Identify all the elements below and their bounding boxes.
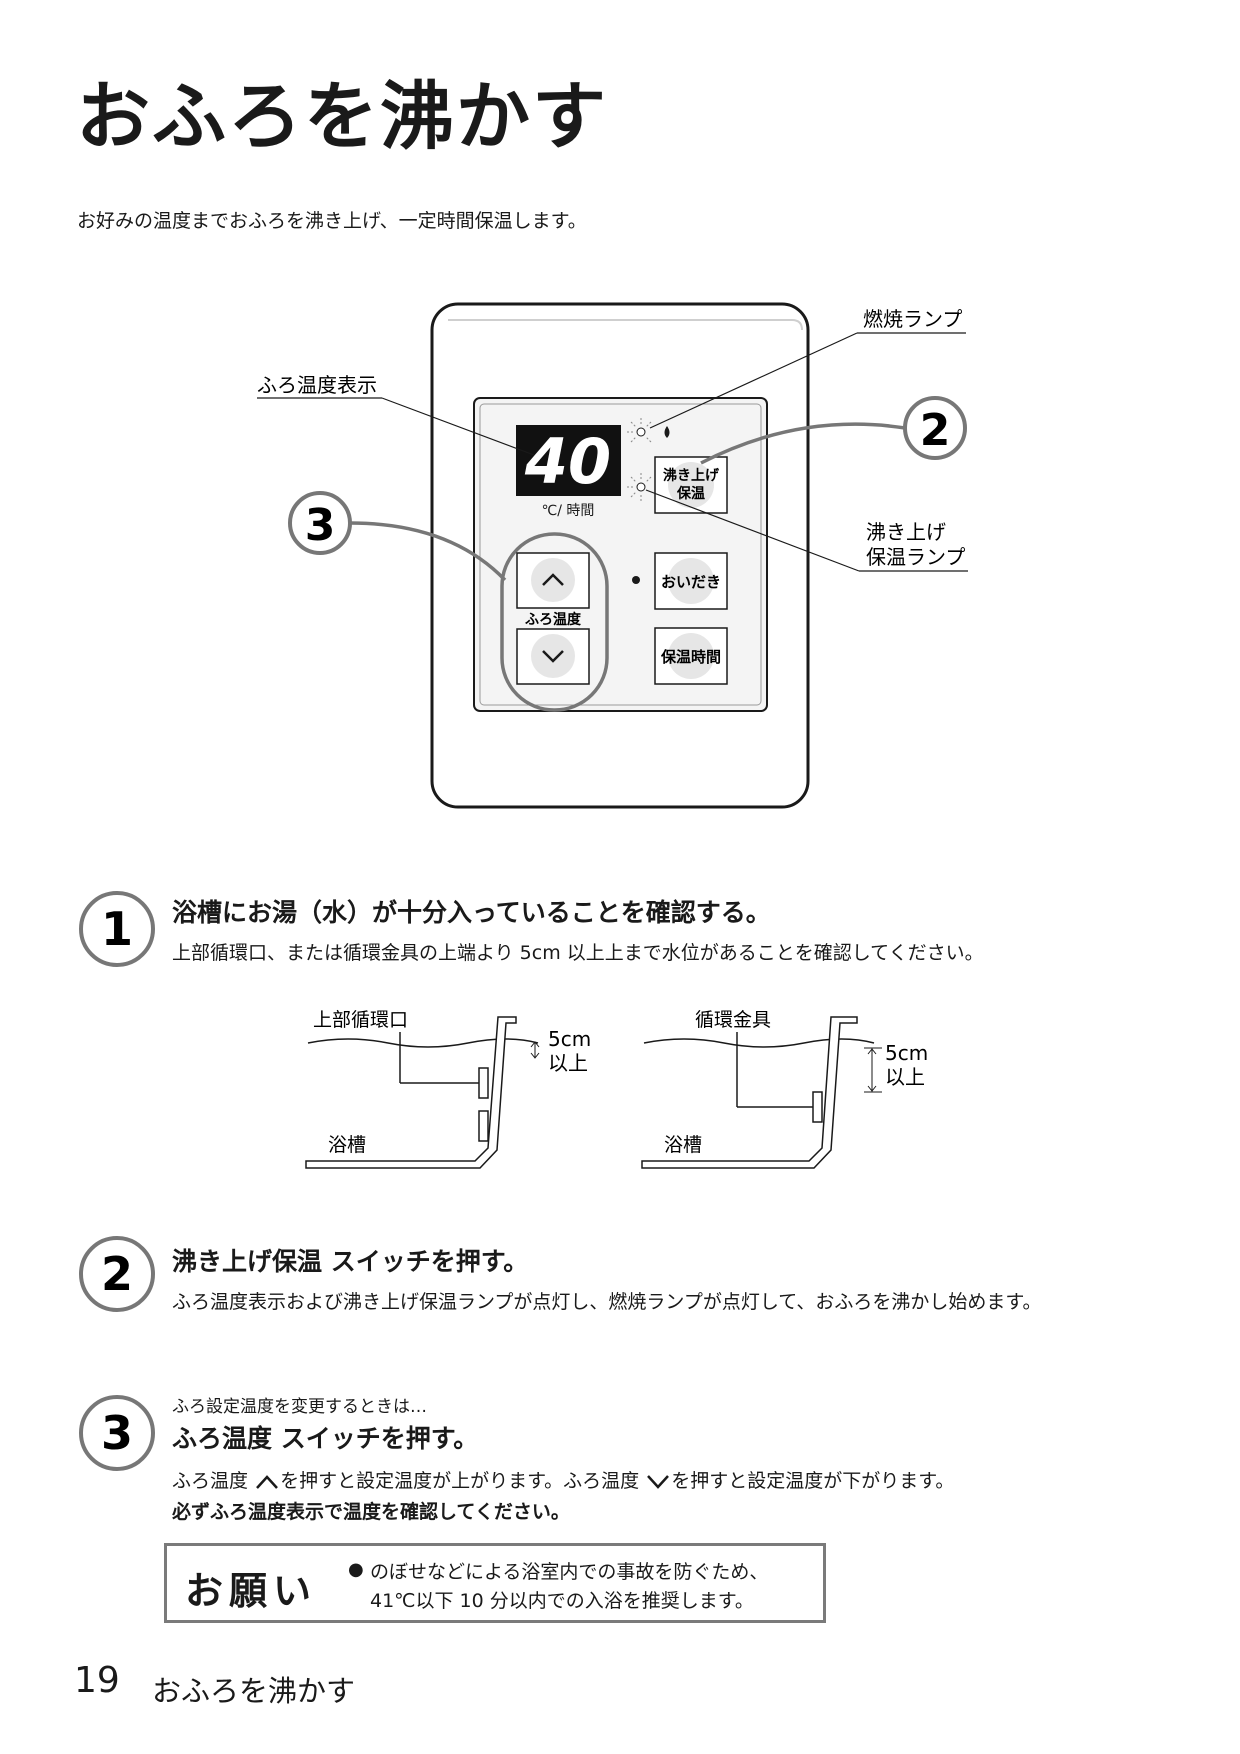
left-depth-line2: 以上 bbox=[548, 1051, 588, 1075]
keep-time-button[interactable]: 保温時間 bbox=[654, 627, 728, 685]
temp-down-button[interactable] bbox=[516, 628, 590, 685]
right-depth-line1: 5cm bbox=[885, 1041, 928, 1065]
boil-keep-label-2: 保温 bbox=[676, 485, 705, 502]
callout-boil-keep-lamp-1: 沸き上げ bbox=[866, 520, 946, 544]
svg-text:2: 2 bbox=[101, 1247, 133, 1301]
step-1-heading: 浴槽にお湯（水）が十分入っていることを確認する。 bbox=[172, 898, 771, 927]
temp-display bbox=[516, 425, 621, 496]
step-3-body-b: を押すと設定温度が上がります。ふろ温度 bbox=[280, 1470, 640, 1492]
page-title: おふろを沸かす bbox=[76, 74, 608, 160]
footer-section-title: おふろを沸かす bbox=[152, 1674, 356, 1708]
boil-keep-lamp bbox=[627, 473, 652, 501]
keep-time-label: 保温時間 bbox=[660, 648, 721, 666]
step-2-body: ふろ温度表示および沸き上げ保温ランプが点灯し、燃焼ランプが点灯して、おふろを沸か… bbox=[172, 1291, 1042, 1313]
step-3-body-c: を押すと設定温度が下がります。 bbox=[671, 1470, 955, 1492]
chevron-down-icon bbox=[542, 650, 564, 663]
tank-diagram-right: 循環金具 5cm 以上 浴槽 bbox=[641, 1009, 928, 1169]
notice-line-2: 41℃以下 10 分以内での入浴を推奨します。 bbox=[370, 1590, 754, 1612]
step-3-heading: ふろ温度 スイッチを押す。 bbox=[172, 1424, 479, 1453]
reheat-lamp bbox=[632, 576, 640, 584]
notice-box: お願い ● のぼせなどによる浴室内での事故を防ぐため、 41℃以下 10 分以内… bbox=[164, 1543, 826, 1623]
display-unit: ℃/ 時間 bbox=[542, 503, 595, 519]
display-value: 40 bbox=[524, 425, 611, 498]
boil-keep-label-1: 沸き上げ bbox=[663, 467, 720, 484]
callout-boil-keep-lamp-2: 保温ランプ bbox=[866, 545, 965, 569]
combustion-lamp bbox=[627, 418, 652, 443]
flame-icon bbox=[664, 426, 670, 438]
notice-title: お願い bbox=[185, 1569, 318, 1613]
reheat-label: おいだき bbox=[661, 573, 721, 591]
tank-diagram-left: 上部循環口 5cm 以上 浴槽 bbox=[305, 1009, 591, 1169]
chevron-up-icon bbox=[542, 573, 564, 586]
callout-combustion-lamp: 燃焼ランプ bbox=[863, 307, 962, 331]
left-fitting-label: 上部循環口 bbox=[313, 1009, 408, 1031]
marker-2 bbox=[903, 396, 967, 460]
step-2-heading: 沸き上げ保温 スイッチを押す。 bbox=[172, 1247, 529, 1276]
left-tub-label: 浴槽 bbox=[328, 1134, 366, 1156]
step-1-body: 上部循環口、または循環金具の上端より 5cm 以上上まで水位があることを確認して… bbox=[172, 942, 984, 964]
step-2-badge: 2 bbox=[79, 1236, 155, 1312]
step-3-badge: 3 bbox=[79, 1395, 155, 1471]
svg-text:3: 3 bbox=[101, 1406, 133, 1460]
right-depth-line2: 以上 bbox=[885, 1065, 925, 1089]
remote-panel-figure: 40 ℃/ 時間 沸き上げ 保温 おいだき 保温時間 ふろ温度 bbox=[257, 302, 968, 809]
step-3-body-a: ふろ温度 bbox=[172, 1470, 249, 1492]
reheat-button[interactable]: おいだき bbox=[654, 552, 728, 610]
svg-text:3: 3 bbox=[305, 500, 336, 551]
step-3-pre: ふろ設定温度を変更するときは… bbox=[172, 1397, 427, 1417]
intro-text: お好みの温度までおふろを沸き上げ、一定時間保温します。 bbox=[77, 210, 587, 232]
svg-text:1: 1 bbox=[101, 902, 133, 956]
step-3-body: ふろ温度 を押すと設定温度が上がります。ふろ温度 を押すと設定温度が下がります。 bbox=[172, 1466, 954, 1493]
chevron-down-icon bbox=[647, 1474, 670, 1489]
page-number: 19 bbox=[74, 1660, 120, 1701]
left-depth-line1: 5cm bbox=[548, 1027, 591, 1051]
temp-buttons-label: ふろ温度 bbox=[525, 611, 582, 628]
notice-line-1: のぼせなどによる浴室内での事故を防ぐため、 bbox=[370, 1561, 769, 1583]
boil-keep-button[interactable]: 沸き上げ 保温 bbox=[654, 456, 728, 514]
svg-text:2: 2 bbox=[920, 405, 951, 456]
temp-up-button[interactable] bbox=[516, 552, 590, 609]
right-tub-label: 浴槽 bbox=[664, 1134, 702, 1156]
bathtub-diagrams: 上部循環口 5cm 以上 浴槽 循環金具 5cm 以上 浴槽 bbox=[305, 1009, 928, 1169]
notice-bullet: ● bbox=[348, 1559, 364, 1580]
temp-buttons-highlight bbox=[500, 532, 609, 712]
marker-3 bbox=[288, 491, 352, 555]
step-3-note: 必ずふろ温度表示で温度を確認してください。 bbox=[172, 1501, 570, 1523]
chevron-up-icon bbox=[256, 1474, 278, 1489]
right-fitting-label: 循環金具 bbox=[695, 1009, 771, 1031]
step-1-badge: 1 bbox=[79, 891, 155, 967]
callout-bath-temp-display: ふろ温度表示 bbox=[257, 373, 377, 397]
